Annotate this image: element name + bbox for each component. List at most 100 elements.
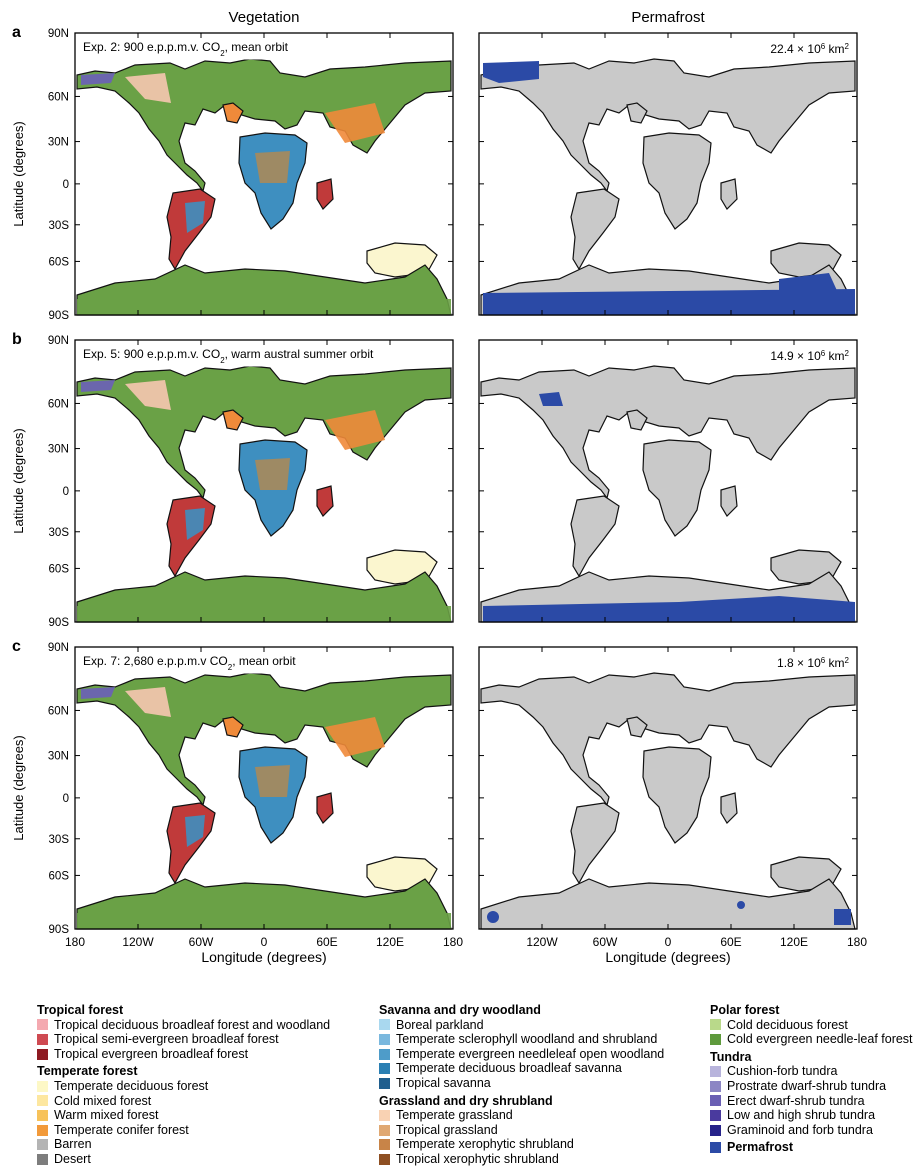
legend-swatch	[710, 1142, 721, 1154]
lat-tick-label: 60N	[48, 705, 69, 717]
legend-label: Prostrate dwarf-shrub tundra	[727, 1078, 887, 1093]
vegetation-map-c: Exp. 7: 2,680 e.p.p.m.v CO2, mean orbit	[74, 646, 454, 930]
legend-item: Low and high shrub tundra	[710, 1108, 913, 1123]
legend-item: Warm mixed forest	[37, 1108, 330, 1123]
y-axis-label: Latitude (degrees)	[11, 735, 26, 841]
lon-tick-label: 120W	[122, 935, 154, 949]
lat-tick-label: 30N	[48, 751, 69, 763]
legend-label: Cushion-forb tundra	[727, 1064, 838, 1079]
experiment-label: Exp. 2: 900 e.p.p.m.v. CO2, mean orbit	[83, 40, 289, 58]
legend-swatch	[37, 1048, 48, 1060]
land-region	[570, 495, 620, 578]
permafrost-title: Permafrost	[631, 9, 705, 26]
legend-label: Temperate sclerophyll woodland and shrub…	[396, 1032, 658, 1047]
permafrost-map-c: 1.8 × 106 km2	[478, 646, 858, 930]
legend-swatch	[710, 1019, 721, 1031]
panels-layer: Exp. 2: 900 e.p.p.m.v. CO2, mean orbit 22…	[74, 32, 858, 930]
legend-group-title: Tundra	[710, 1049, 752, 1064]
permafrost-region	[483, 61, 855, 315]
legend-label: Tropical evergreen broadleaf forest	[54, 1046, 249, 1061]
lat-tick-label: 90N	[48, 335, 69, 347]
vegetation-patch	[125, 687, 171, 717]
land-region	[626, 409, 648, 431]
legend-label: Temperate conifer forest	[54, 1122, 189, 1137]
vegetation-patch	[255, 458, 290, 490]
x-axis-label: Longitude (degrees)	[605, 949, 730, 965]
legend-swatch	[710, 1033, 721, 1045]
legend-item: Barren	[37, 1137, 330, 1152]
lat-tick-label: 30S	[49, 220, 70, 232]
vegetation-patch	[81, 380, 115, 392]
legend-swatch	[379, 1019, 390, 1031]
legend-swatch	[37, 1080, 48, 1092]
lat-tick-label: 90N	[48, 642, 69, 654]
legend-label: Cold mixed forest	[54, 1093, 152, 1108]
vegetation-patch	[255, 765, 290, 797]
legend-item: Permafrost	[710, 1140, 913, 1155]
legend-item: Erect dwarf-shrub tundra	[710, 1094, 913, 1109]
legend-swatch	[379, 1109, 390, 1121]
legend-group-title: Polar forest	[710, 1003, 780, 1017]
vegetation-patch	[77, 606, 451, 622]
land-region	[642, 746, 712, 844]
lon-tick-label: 120W	[526, 935, 558, 949]
vegetation-patch	[77, 913, 451, 929]
legend-label: Graminoid and forb tundra	[727, 1122, 873, 1137]
legend-item: Temperate grassland	[379, 1108, 664, 1123]
lat-tick-label: 90S	[49, 924, 70, 936]
legend-swatch	[710, 1124, 721, 1136]
experiment-label-bg	[80, 38, 292, 60]
legend-label: Tropical xerophytic shrubland	[396, 1151, 559, 1166]
legend-label: Temperate deciduous broadleaf savanna	[396, 1061, 622, 1076]
land-region	[480, 58, 856, 193]
legend-label: Tropical semi-evergreen broadleaf forest	[54, 1032, 279, 1047]
land-region	[222, 716, 244, 738]
lon-tick-label: 60W	[593, 935, 618, 949]
land-region	[316, 178, 334, 210]
legend-swatch	[37, 1095, 48, 1107]
y-axis-label: Latitude (degrees)	[11, 121, 26, 227]
vegetation-patch	[325, 717, 385, 757]
experiment-label-bg	[80, 345, 378, 367]
lat-tick-label: 60N	[48, 398, 69, 410]
lat-tick-label: 30N	[48, 444, 69, 456]
legend-item: Tropical deciduous broadleaf forest and …	[37, 1018, 330, 1033]
land-region	[570, 188, 620, 271]
legend-group-title: Tropical forest	[37, 1003, 124, 1017]
y-axis-label: Latitude (degrees)	[11, 428, 26, 534]
legend-item: Temperate xerophytic shrubland	[379, 1137, 664, 1152]
legend-label: Tropical deciduous broadleaf forest and …	[54, 1017, 331, 1032]
legend-item: Tropical grassland	[379, 1123, 664, 1138]
land-region	[480, 672, 856, 807]
panel-letter-b: b	[12, 331, 22, 348]
lat-tick-label: 90S	[49, 310, 70, 322]
legend-item: Cold deciduous forest	[710, 1018, 913, 1033]
legend-swatch	[379, 1153, 390, 1165]
experiment-label: Exp. 5: 900 e.p.p.m.v. CO2, warm austral…	[83, 347, 374, 365]
land-region	[720, 178, 738, 210]
land-region	[626, 102, 648, 124]
legend-label: Temperate evergreen needleleaf open wood…	[396, 1046, 665, 1061]
legend-item: Temperate sclerophyll woodland and shrub…	[379, 1032, 664, 1047]
legend-item: Tropical xerophytic shrubland	[379, 1152, 664, 1167]
legend-item: Cold mixed forest	[37, 1094, 330, 1109]
legend-label: Warm mixed forest	[54, 1108, 159, 1123]
vegetation-patch	[185, 508, 205, 540]
legend-label: Low and high shrub tundra	[727, 1108, 876, 1123]
lat-tick-label: 0	[63, 179, 69, 191]
land-region	[316, 485, 334, 517]
permafrost-area-label: 22.4 × 106 km2	[770, 42, 849, 57]
legend-swatch	[379, 1124, 390, 1136]
x-axis-label: Longitude (degrees)	[201, 949, 326, 965]
land-region	[222, 409, 244, 431]
land-region	[480, 878, 856, 930]
legend-item: Temperate evergreen needleleaf open wood…	[379, 1047, 664, 1062]
vegetation-patch	[125, 380, 171, 410]
lat-tick-label: 0	[63, 486, 69, 498]
legend-item: Boreal parkland	[379, 1018, 664, 1033]
legend-swatch	[37, 1153, 48, 1165]
lon-tick-label: 120E	[376, 935, 404, 949]
vegetation-patch	[325, 410, 385, 450]
